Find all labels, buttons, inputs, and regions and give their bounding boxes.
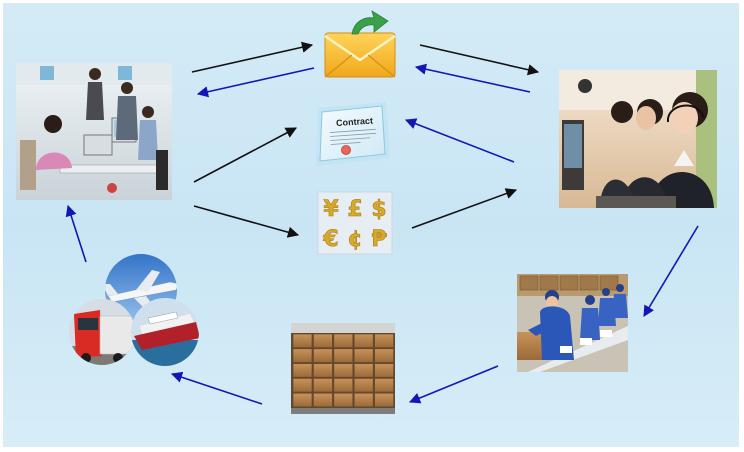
- ship-icon: [131, 298, 199, 366]
- arrow-office-to-payment: [193, 205, 300, 238]
- contract-icon: Contract: [316, 102, 390, 166]
- arrow-email-to-callcenter: [419, 44, 540, 76]
- cardboard-box: [292, 392, 313, 408]
- cardboard-box: [333, 392, 354, 408]
- truck-icon: [69, 299, 135, 365]
- cardboard-box: [353, 378, 374, 393]
- contract-label: Contract: [336, 116, 374, 129]
- arrow-callcenter-to-factory: [643, 225, 699, 317]
- warehouse-icon: [291, 323, 395, 414]
- envelope-icon: [324, 10, 396, 78]
- cardboard-box: [353, 333, 374, 348]
- cardboard-box: [374, 378, 394, 393]
- arrow-payment-to-callcenter: [411, 188, 518, 229]
- arrow-warehouse-to-transport: [170, 371, 263, 405]
- cardboard-box: [292, 348, 313, 363]
- cardboard-box: [313, 348, 333, 363]
- cardboard-box: [374, 392, 394, 408]
- arrow-transport-to-office: [65, 204, 87, 263]
- cardboard-box: [374, 363, 394, 378]
- send-arrow-icon: [351, 10, 389, 35]
- currency-symbol: €: [322, 227, 338, 252]
- arrow-callcenter-to-email: [414, 63, 531, 93]
- arrow-factory-to-warehouse: [408, 365, 499, 404]
- currency-symbol: ₱: [371, 227, 387, 252]
- cardboard-box: [333, 378, 354, 393]
- cardboard-box: [313, 333, 333, 348]
- currency-symbol: £: [347, 197, 362, 222]
- call-center-icon: [559, 70, 717, 208]
- arrow-callcenter-to-contract: [404, 118, 515, 163]
- cardboard-box: [333, 348, 354, 363]
- cardboard-box: [374, 348, 394, 363]
- cardboard-box: [374, 333, 394, 348]
- cardboard-box: [333, 333, 354, 348]
- cardboard-box: [292, 378, 313, 393]
- cardboard-box: [353, 348, 374, 363]
- cardboard-box: [353, 363, 374, 378]
- currency-symbol: $: [371, 197, 386, 222]
- office-icon: [16, 63, 172, 200]
- cardboard-box: [313, 363, 333, 378]
- factory-icon: [517, 274, 628, 372]
- arrows: [65, 41, 699, 405]
- currency-symbol: ¥: [323, 197, 339, 222]
- arrow-office-to-email: [191, 41, 314, 73]
- arrow-office-to-contract: [193, 127, 297, 183]
- cardboard-box: [292, 363, 313, 378]
- cardboard-box: [333, 363, 354, 378]
- transport-icon: [69, 254, 199, 366]
- cardboard-box: [353, 392, 374, 408]
- cardboard-box: [292, 333, 313, 348]
- cardboard-box: [313, 378, 333, 393]
- currency-icon: ¥ £ $ € ¢ ₱: [317, 191, 393, 255]
- currency-symbol: ¢: [347, 227, 362, 252]
- cardboard-box: [313, 392, 333, 408]
- arrow-email-to-office: [196, 67, 315, 98]
